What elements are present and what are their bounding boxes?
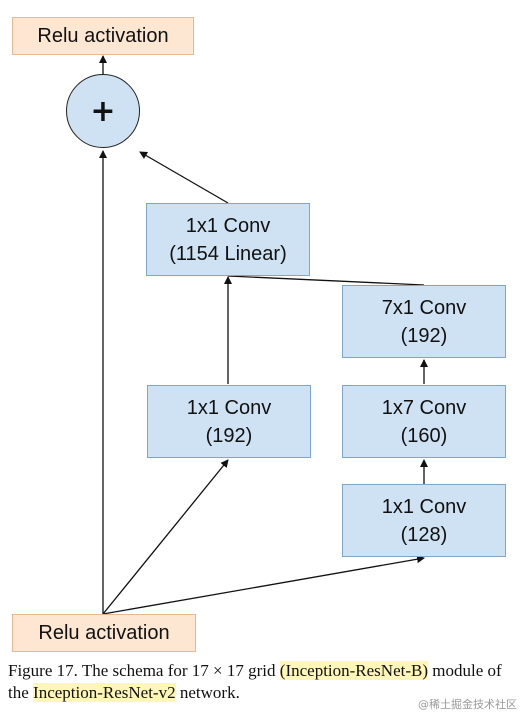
branch1-conv-1x1-box: 1x1 Conv (192) xyxy=(147,385,311,458)
figure-caption: Figure 17. The schema for 17 × 17 grid (… xyxy=(8,660,523,704)
inception-resnet-b-diagram: Relu activation + 1x1 Conv (1154 Linear)… xyxy=(12,17,506,652)
connection-arrows xyxy=(99,55,428,615)
bottom-relu-activation-box: Relu activation xyxy=(12,614,196,652)
top-relu-label: Relu activation xyxy=(37,25,169,47)
conv-7x1-line2: (192) xyxy=(400,324,448,347)
conv-1x7-box: 1x7 Conv (160) xyxy=(342,385,506,458)
caption-suffix: network. xyxy=(175,683,240,702)
plus-icon: + xyxy=(90,93,116,129)
top-relu-activation-box: Relu activation xyxy=(12,17,194,55)
branch2-conv-line2: (128) xyxy=(400,523,448,546)
edge-linear-to-sum xyxy=(139,151,229,204)
branch1-conv-line2: (192) xyxy=(205,424,253,447)
conv-1x1-linear-box: 1x1 Conv (1154 Linear) xyxy=(146,203,310,276)
caption-highlight-network-name: Inception-ResNet-v2 xyxy=(33,683,176,702)
conv-linear-line2: (1154 Linear) xyxy=(169,242,287,265)
watermark: @稀土掘金技术社区 xyxy=(418,698,517,711)
edge-branch2-to-linear xyxy=(227,275,425,286)
caption-middle: module of the xyxy=(8,661,502,702)
conv-linear-line1: 1x1 Conv xyxy=(185,214,271,237)
branch2-conv-1x1-box: 1x1 Conv (128) xyxy=(342,484,506,557)
conv-7x1-box: 7x1 Conv (192) xyxy=(342,285,506,358)
edge-input-to-branch1 xyxy=(102,459,229,615)
conv-7x1-line1: 7x1 Conv xyxy=(381,296,467,319)
conv-1x7-line2: (160) xyxy=(400,424,448,447)
caption-highlight-block-name: (Inception-ResNet-B) xyxy=(279,661,429,680)
conv-1x7-line1: 1x7 Conv xyxy=(381,396,467,419)
sum-node: + xyxy=(66,74,140,148)
branch2-conv-line1: 1x1 Conv xyxy=(381,495,467,518)
caption-prefix: Figure 17. The schema for 17 × 17 grid xyxy=(8,661,280,680)
edge-input-to-branch2 xyxy=(102,555,425,615)
branch1-conv-line1: 1x1 Conv xyxy=(186,396,272,419)
bottom-relu-label: Relu activation xyxy=(38,622,170,644)
